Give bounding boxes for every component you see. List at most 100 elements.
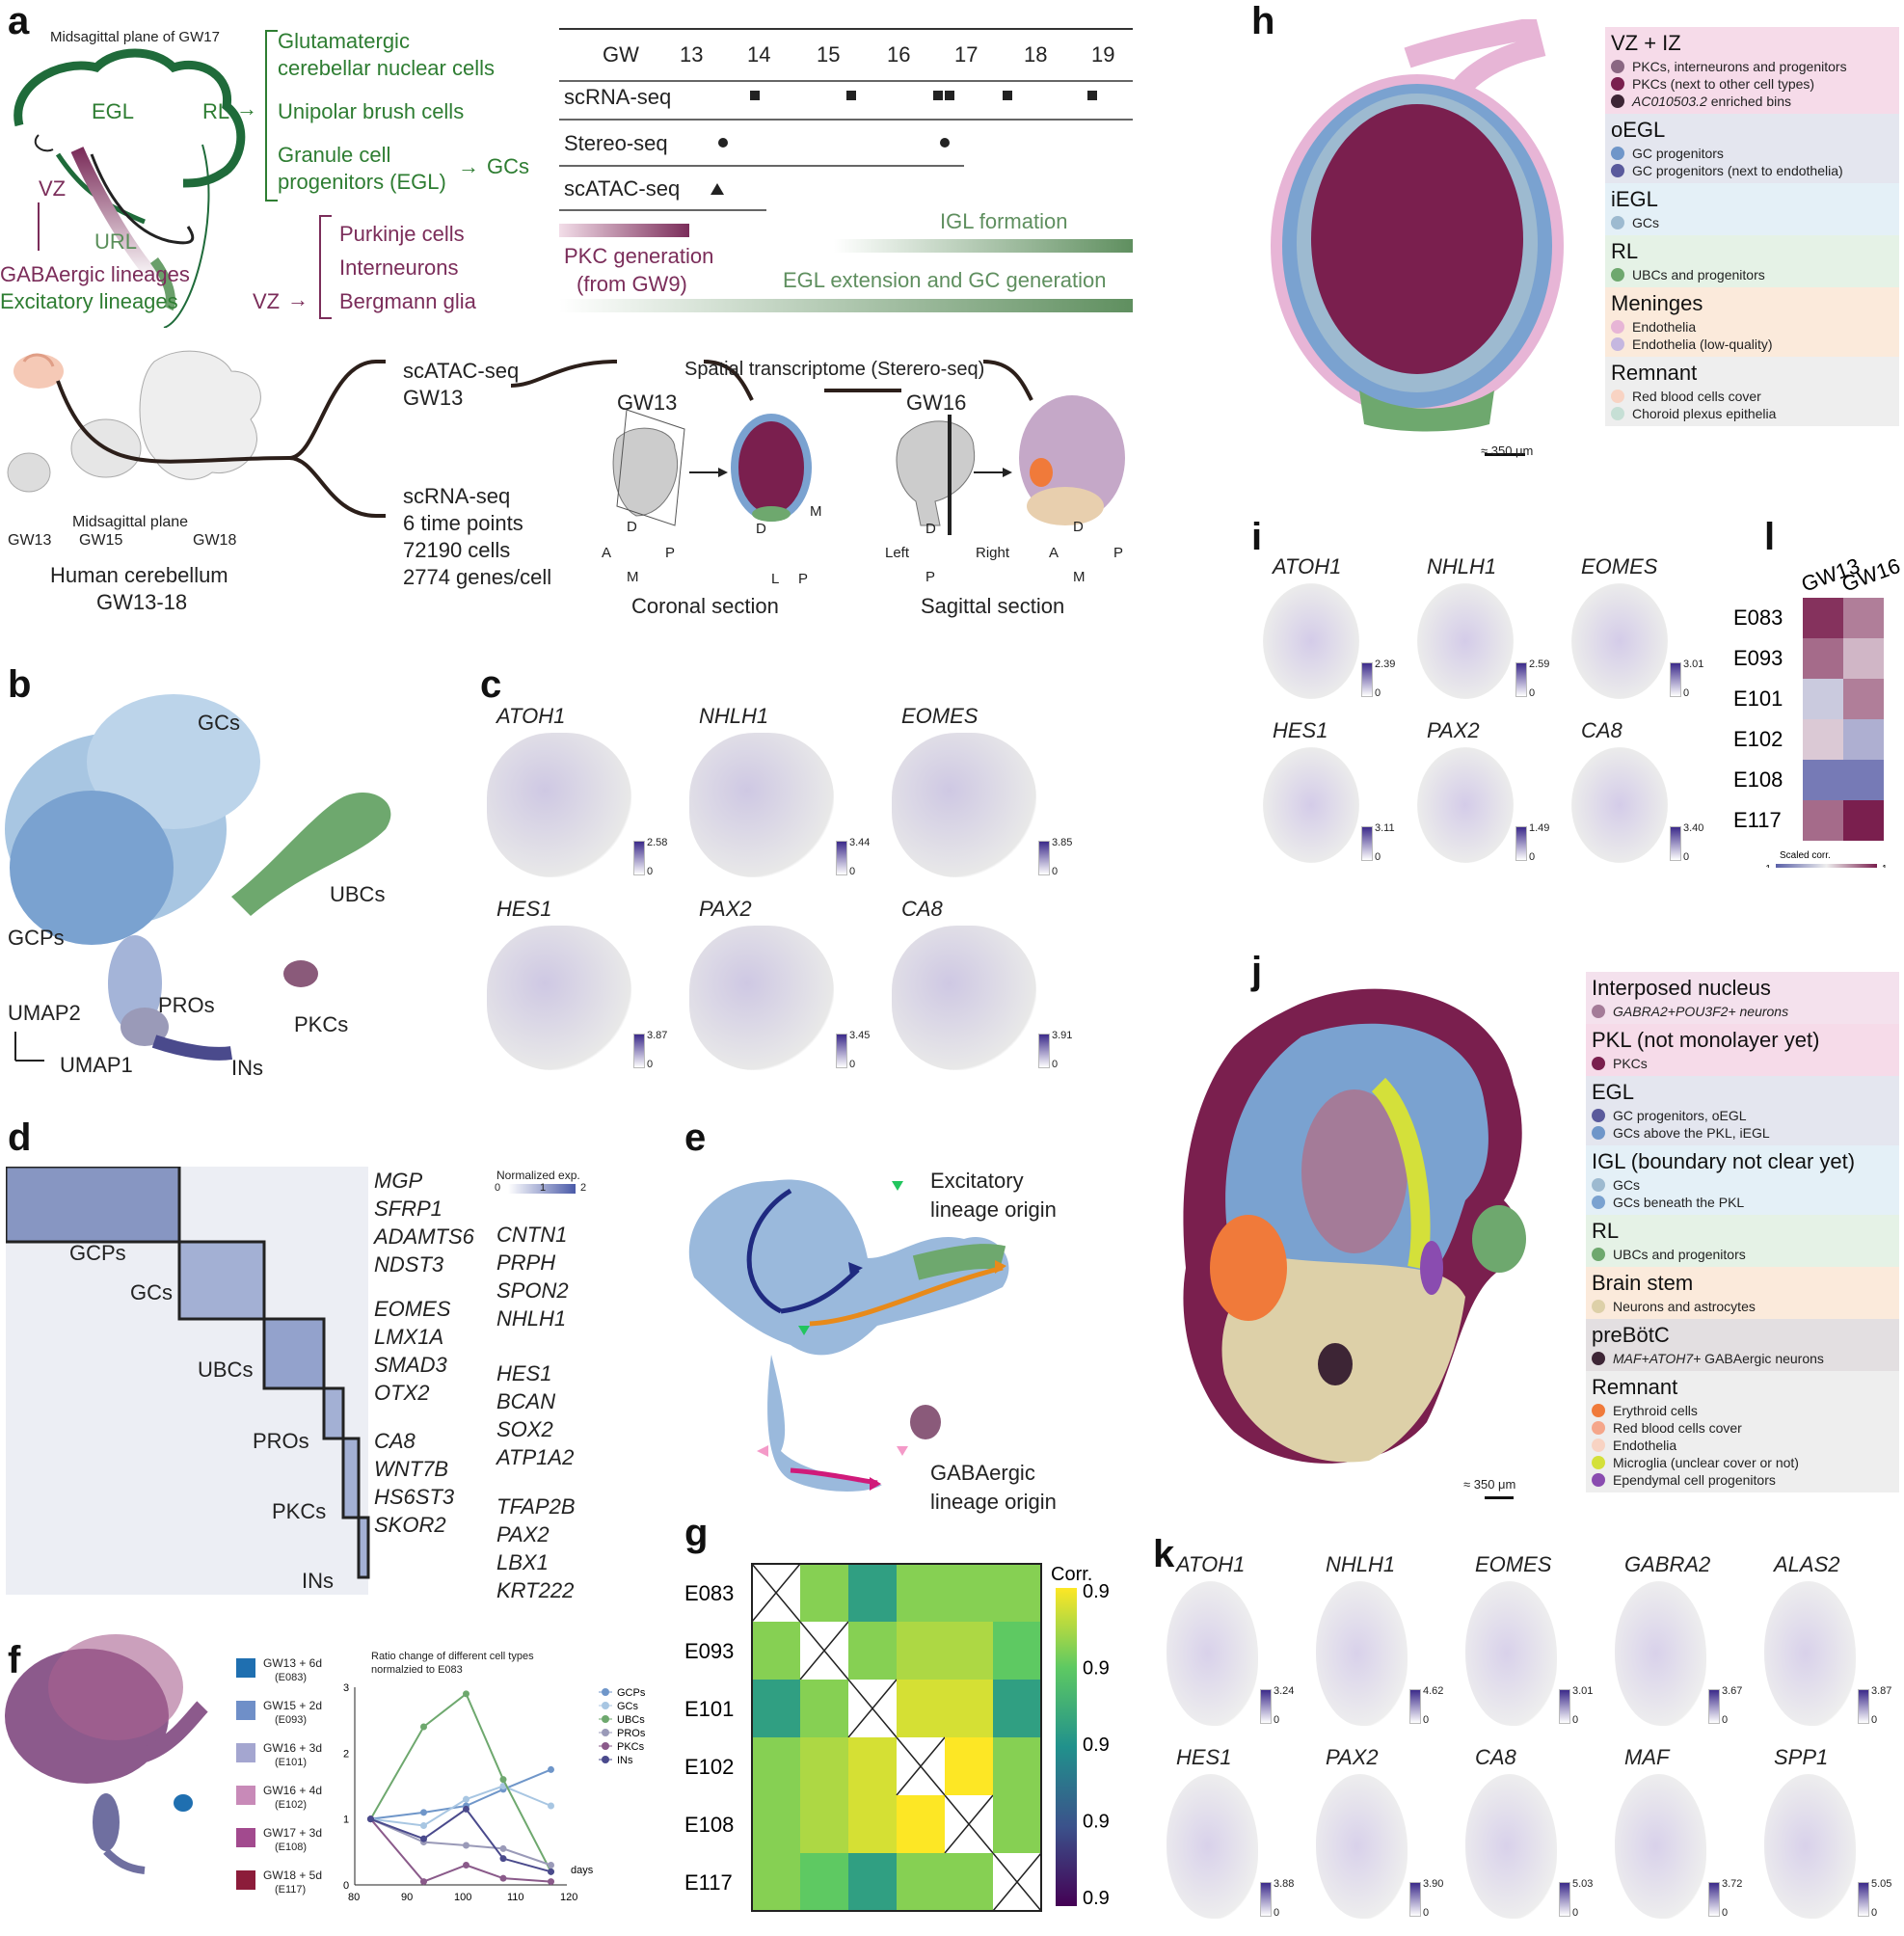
c-gene-atoh1: ATOH1: [496, 704, 566, 728]
g-cell: [800, 1680, 848, 1737]
g-cell: [897, 1680, 945, 1737]
legend-heading: Meninges: [1611, 291, 1703, 315]
i-map-pax2: [1417, 747, 1514, 863]
i-min-nhlh1: 0: [1529, 687, 1536, 699]
i-colorbar-ca8: [1670, 826, 1681, 861]
legend-item: GABRA2+POU3F2+ neurons: [1586, 1003, 1899, 1020]
legend-dot: [1592, 1439, 1605, 1452]
excitatory-origin-2: lineage origin: [930, 1197, 1057, 1222]
scrna-label: scRNA-seq: [403, 484, 511, 508]
legend-heading: VZ + IZ: [1611, 31, 1681, 55]
umap-label-pros: PROs: [158, 993, 215, 1017]
i-gene-ca8: CA8: [1581, 718, 1622, 742]
k-max-eomes: 3.01: [1572, 1685, 1594, 1697]
legend-text: PKCs (next to other cell types): [1632, 76, 1815, 92]
c-colorbar-ca8: [1038, 1034, 1050, 1068]
c-gene-ca8: CA8: [901, 897, 943, 921]
legend-dot: [1592, 1005, 1605, 1018]
sample-label: GW17 + 3d: [263, 1826, 323, 1840]
l-legend-max: 1: [1882, 864, 1888, 868]
panel-label-h: h: [1251, 0, 1275, 42]
i-map-atoh1: [1263, 583, 1359, 699]
k-gene-gabra2: GABRA2: [1624, 1552, 1711, 1576]
legend-heading: Remnant: [1592, 1375, 1678, 1399]
l-cell: [1843, 760, 1884, 800]
sample-swatch: [236, 1786, 255, 1805]
marker-heatmap: [6, 1167, 370, 1595]
g-cell: [752, 1680, 800, 1737]
axis-m-2: M: [810, 503, 822, 520]
k-map-eomes: [1465, 1581, 1557, 1726]
legend-dot: [1592, 1178, 1605, 1192]
gw-range: GW13-18: [96, 590, 188, 614]
legend-dot: [1611, 94, 1624, 108]
g-colorbar-tick: 0.90: [1083, 1888, 1109, 1909]
f-point: [548, 1878, 554, 1886]
excitatory-origin-1: Excitatory: [930, 1169, 1024, 1193]
f-point: [499, 1855, 507, 1863]
g-cell: [848, 1622, 897, 1680]
f-point: [548, 1862, 554, 1869]
legend-text: UBCs and progenitors: [1632, 267, 1765, 282]
gcs-label: GCs: [487, 154, 529, 178]
legend-text: GCs: [1613, 1177, 1640, 1193]
legend-dot: [1611, 320, 1624, 334]
legend-text: GABRA2+POU3F2+ neurons: [1613, 1004, 1789, 1019]
l-row-label: E117: [1733, 808, 1782, 832]
f-legend-label: GCPs: [617, 1687, 646, 1699]
g-row-label: E117: [684, 1870, 733, 1895]
sagittal-section: Sagittal section: [921, 594, 1065, 618]
k-max-spp1: 5.05: [1871, 1878, 1892, 1890]
legend-dot: [1592, 1352, 1605, 1365]
vz-target-1: Purkinje cells: [339, 222, 465, 246]
marker-gene-tfap2b: TFAP2B: [496, 1494, 576, 1519]
legend-item: GC progenitors (next to endothelia): [1605, 162, 1899, 179]
g-cell: [800, 1853, 848, 1911]
url-label: URL: [94, 229, 138, 254]
legend-dot: [1592, 1456, 1605, 1469]
i-map-hes1: [1263, 747, 1359, 863]
legend-text: Choroid plexus epithelia: [1632, 406, 1777, 421]
g-cell: [993, 1564, 1041, 1622]
week-13: 13: [680, 42, 704, 67]
legend-item: UBCs and progenitors: [1605, 266, 1899, 283]
vz-target-2: Interneurons: [339, 255, 459, 280]
i-max-ca8: 3.40: [1683, 822, 1704, 834]
marker-gene-lmx1a: LMX1A: [374, 1325, 444, 1349]
marker-gene-hes1: HES1: [496, 1361, 552, 1385]
k-gene-nhlh1: NHLH1: [1326, 1552, 1396, 1576]
legend-item: Red blood cells cover: [1605, 388, 1899, 405]
f-xtick: 90: [401, 1892, 413, 1903]
f-point: [548, 1802, 554, 1810]
axis-d-4: D: [1073, 519, 1084, 535]
l-cell: [1843, 800, 1884, 841]
legend-dot: [1592, 1248, 1605, 1261]
f-point: [463, 1805, 469, 1813]
l-cell: [1803, 760, 1843, 800]
g-cell: [945, 1680, 993, 1737]
legend-text: Red blood cells cover: [1613, 1420, 1742, 1436]
sample-swatch: [236, 1658, 255, 1678]
c-max-hes1: 3.87: [647, 1030, 668, 1041]
sample-umap: [5, 1634, 208, 1874]
f-point: [420, 1809, 427, 1816]
legend-dot: [1611, 390, 1624, 403]
axis-a-4: A: [1049, 545, 1059, 561]
sample-swatch: [236, 1828, 255, 1847]
k-gene-maf: MAF: [1624, 1745, 1670, 1769]
axis-d-1: D: [627, 519, 637, 535]
egl-label: EGL: [92, 99, 135, 123]
legend-text: Red blood cells cover: [1632, 389, 1761, 404]
axis-left-3: Left: [885, 545, 910, 561]
legend-item: GCs above the PKL, iEGL: [1586, 1124, 1899, 1142]
i-map-eomes: [1571, 583, 1668, 699]
c-map-pax2: [689, 926, 834, 1070]
c-min-pax2: 0: [849, 1059, 856, 1070]
legend-item: GCs beneath the PKL: [1586, 1194, 1899, 1211]
c-colorbar-hes1: [633, 1034, 645, 1068]
l-row-label: E101: [1733, 686, 1783, 711]
g-colorbar-title: Corr.: [1051, 1564, 1092, 1585]
